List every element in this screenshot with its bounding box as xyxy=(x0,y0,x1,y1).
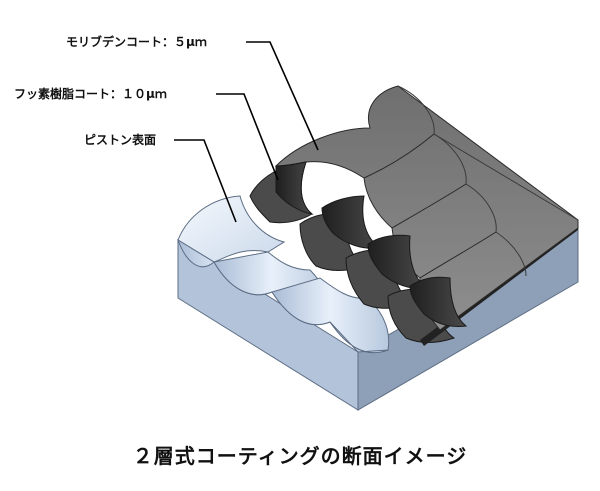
leader-piston xyxy=(174,139,237,223)
moly-layer xyxy=(274,85,579,331)
diagram-caption: ２層式コーティングの断面イメージ xyxy=(132,444,468,468)
leader-fluoro xyxy=(216,93,279,181)
label-fluoro-coat: フッ素樹脂コート：１０μｍ xyxy=(14,87,167,101)
piston-surface xyxy=(177,195,390,354)
label-piston-surface: ピストン表面 xyxy=(84,133,157,147)
leader-moly xyxy=(246,41,319,151)
label-moly-coat: モリブデンコート：５μｍ xyxy=(66,35,207,49)
leader-lines xyxy=(174,41,319,223)
